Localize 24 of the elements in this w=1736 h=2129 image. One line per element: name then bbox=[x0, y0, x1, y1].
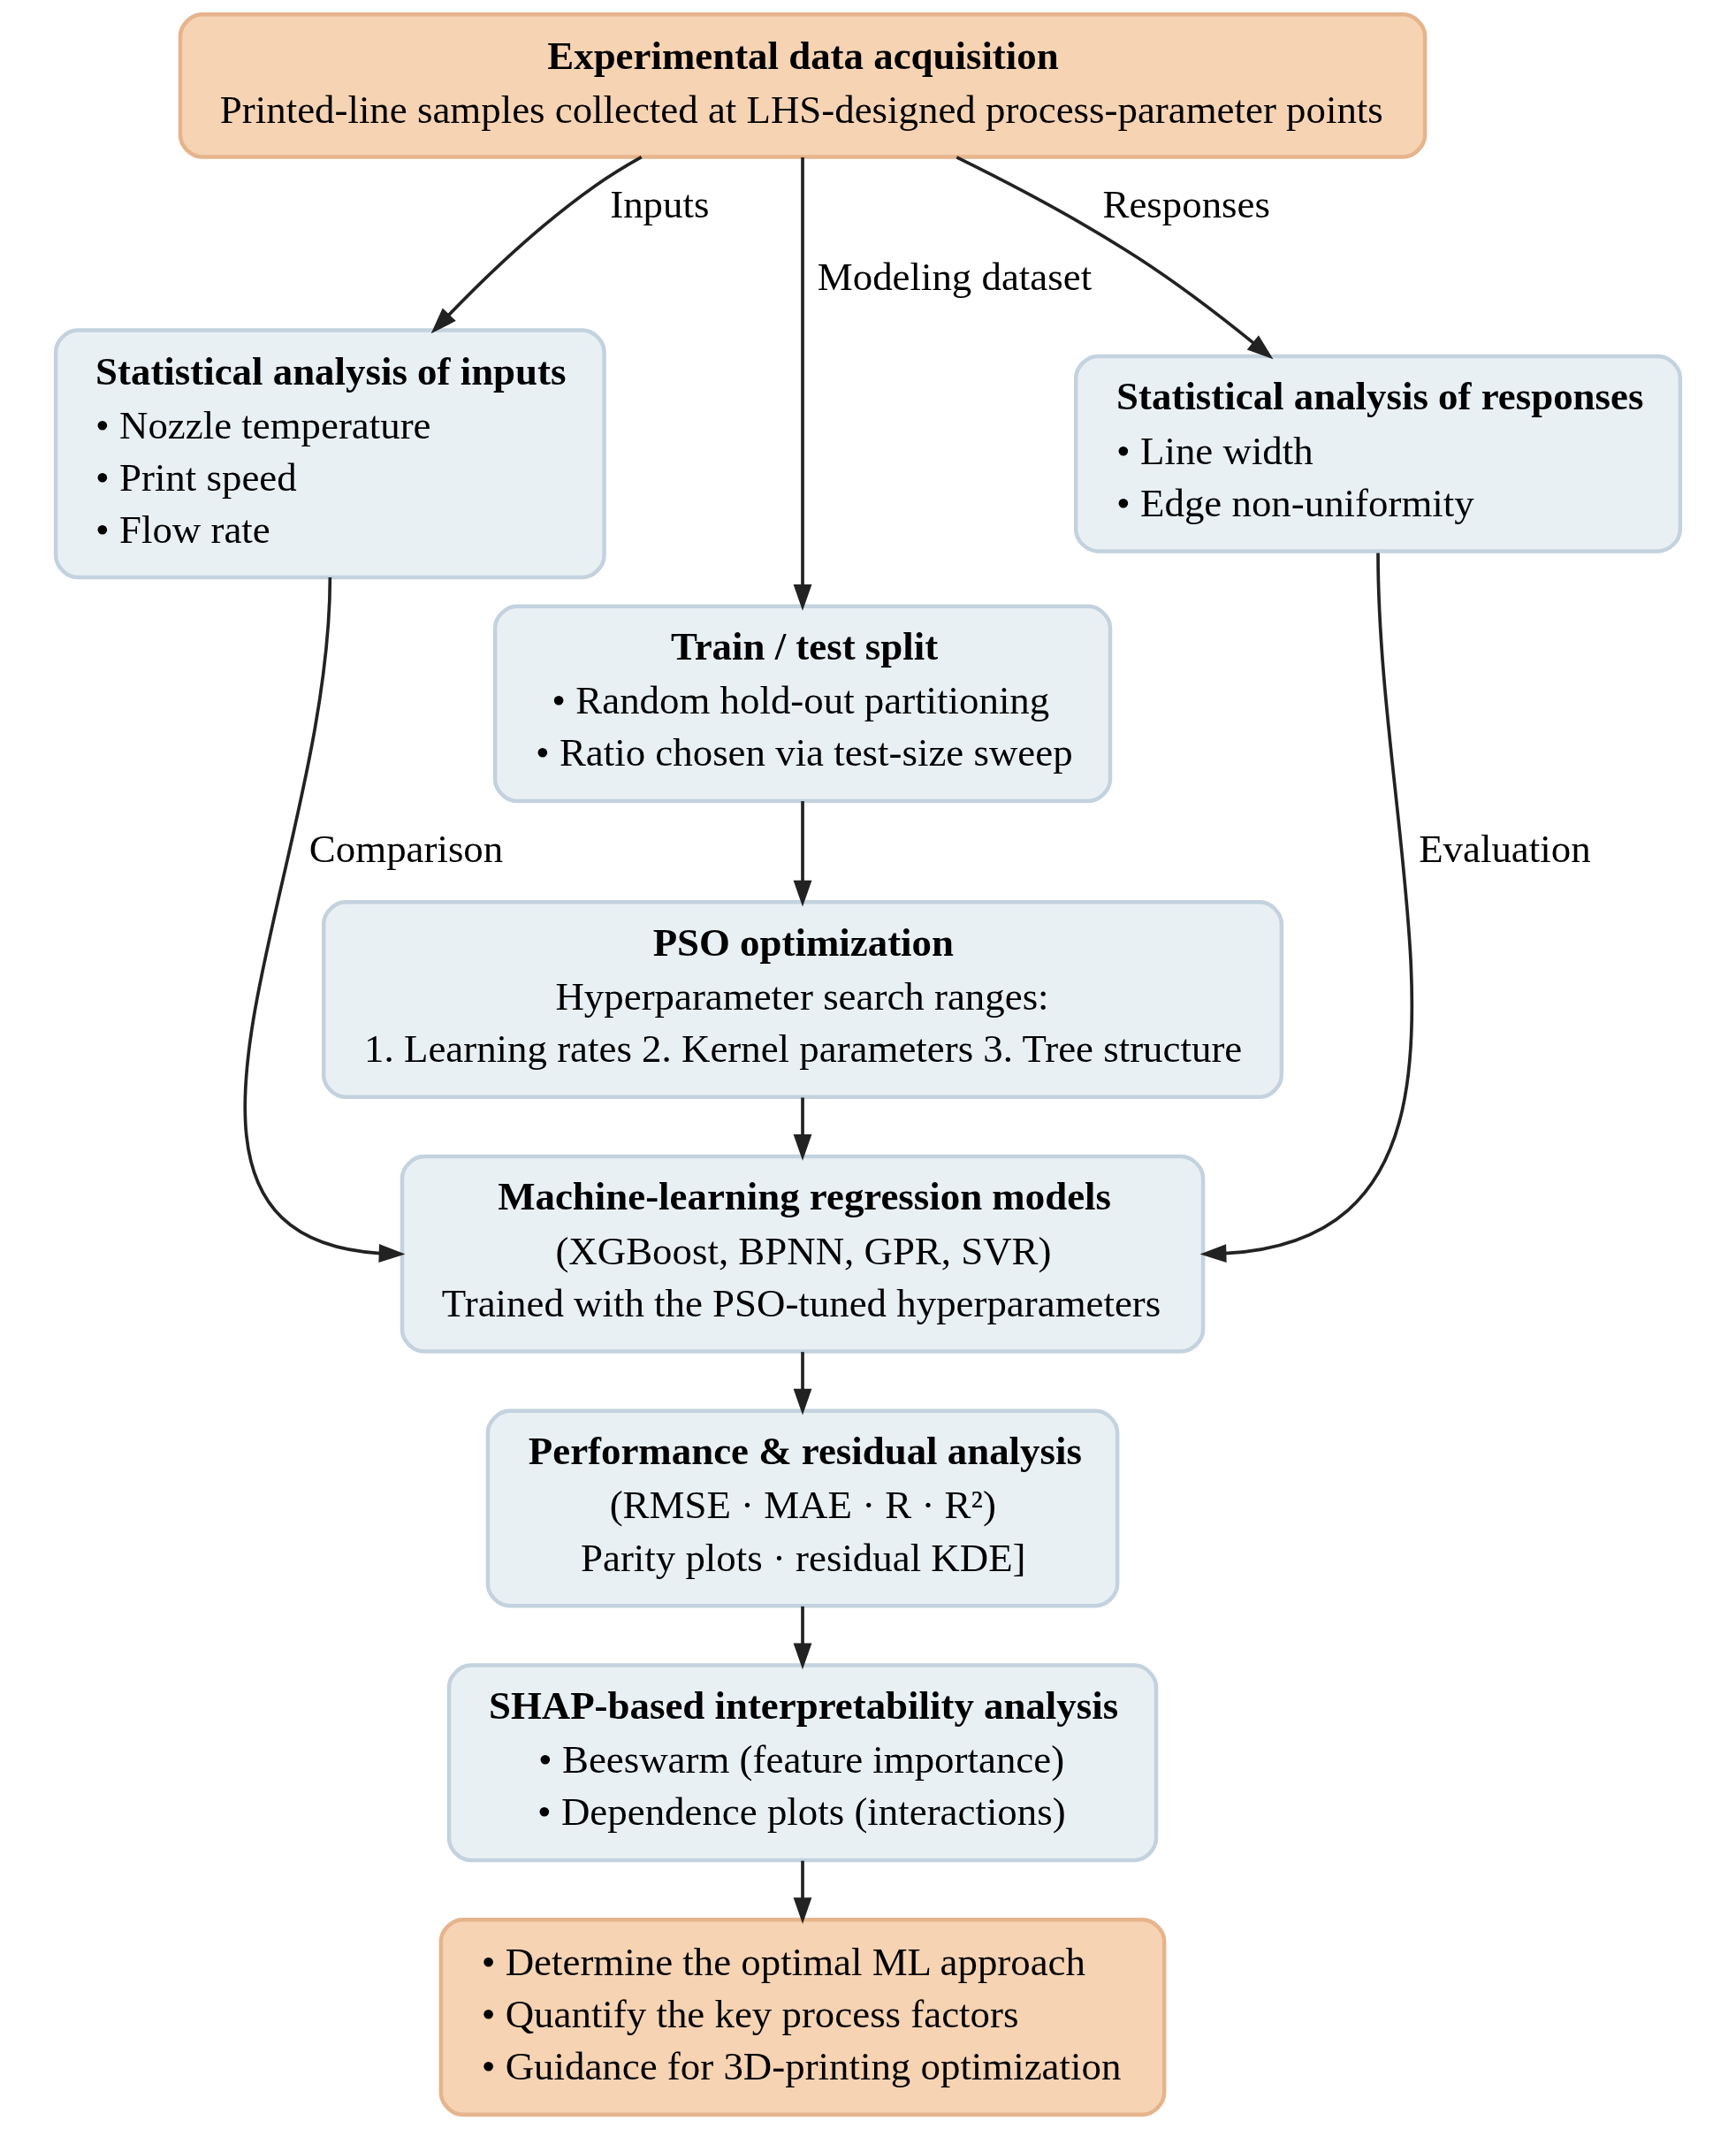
node-box: • Determine the optimal ML approach • Quantify the key process factors • Guidance for 3D-printing optimization bbox=[438, 1918, 1167, 2117]
arrow bbox=[793, 157, 812, 611]
arrow bbox=[430, 155, 643, 334]
node-box: Performance & residual analysis (RMSE · MAE · R · R²) Parity plots · residual KDE] bbox=[485, 1408, 1120, 1608]
arrow bbox=[793, 801, 812, 907]
node-box: Statistical analysis of inputs • Nozzle temperature • Print speed • Flow rate bbox=[53, 328, 606, 580]
arrow bbox=[793, 1860, 812, 1924]
node-box: PSO optimization Hyperparameter search ranges: 1. Learning rates 2. Kernel parameters 3. Tree structure bbox=[321, 900, 1284, 1099]
edge-label: Modeling dataset bbox=[817, 254, 1093, 299]
arrow bbox=[793, 1352, 812, 1416]
arrow bbox=[244, 576, 406, 1263]
node-box: SHAP-based interpretability analysis • Beeswarm (feature importance) • Dependence plots (interactions) bbox=[446, 1663, 1159, 1863]
arrow bbox=[793, 1606, 812, 1670]
arrow bbox=[1199, 553, 1414, 1263]
edge-label: Comparison bbox=[308, 826, 504, 871]
edge-label: Evaluation bbox=[1419, 826, 1591, 871]
node-box: Machine-learning regression models (XGBoost, BPNN, GPR, SVR) Trained with the PSO-tuned hyperparameters bbox=[400, 1154, 1206, 1354]
edge-label: Responses bbox=[1102, 182, 1270, 227]
edge-label: Inputs bbox=[610, 182, 710, 227]
arrow bbox=[793, 1097, 812, 1161]
node-box: Statistical analysis of responses • Line width • Edge non-uniformity bbox=[1073, 354, 1683, 553]
node-box: Train / test split • Random hold-out partitioning • Ratio chosen via test-size sweep bbox=[492, 604, 1113, 804]
arrow bbox=[956, 156, 1274, 360]
node-box: Experimental data acquisition Printed-line samples collected at LHS-designed process-parameter points bbox=[178, 12, 1428, 159]
